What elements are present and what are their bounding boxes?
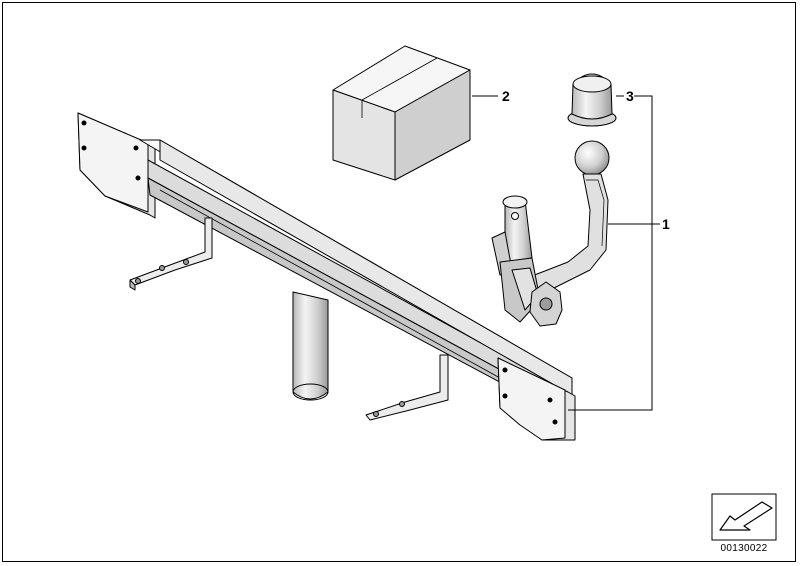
callout-label-1: 1 (662, 216, 670, 232)
crossmember-beam (77, 112, 576, 441)
callout-label-2: 2 (502, 88, 510, 104)
callout-label-3: 3 (626, 88, 634, 104)
orientation-arrow-icon (711, 493, 777, 541)
right-bracket-arm (365, 354, 449, 421)
right-mounting-plate (497, 357, 576, 441)
left-mounting-plate (77, 112, 156, 219)
tow-ball-assembly (491, 140, 610, 327)
beam-body (139, 139, 573, 411)
left-bracket-arm (129, 217, 213, 291)
accessory-box (332, 45, 471, 181)
support-post (292, 291, 329, 401)
locking-knob (529, 281, 563, 327)
catalog-number: 00130022 (720, 543, 768, 554)
ball-protective-cap (567, 73, 617, 127)
tow-ball (574, 140, 610, 176)
callout-leaders (472, 95, 660, 411)
coupling-socket (491, 195, 541, 323)
tow-neck (529, 173, 609, 291)
